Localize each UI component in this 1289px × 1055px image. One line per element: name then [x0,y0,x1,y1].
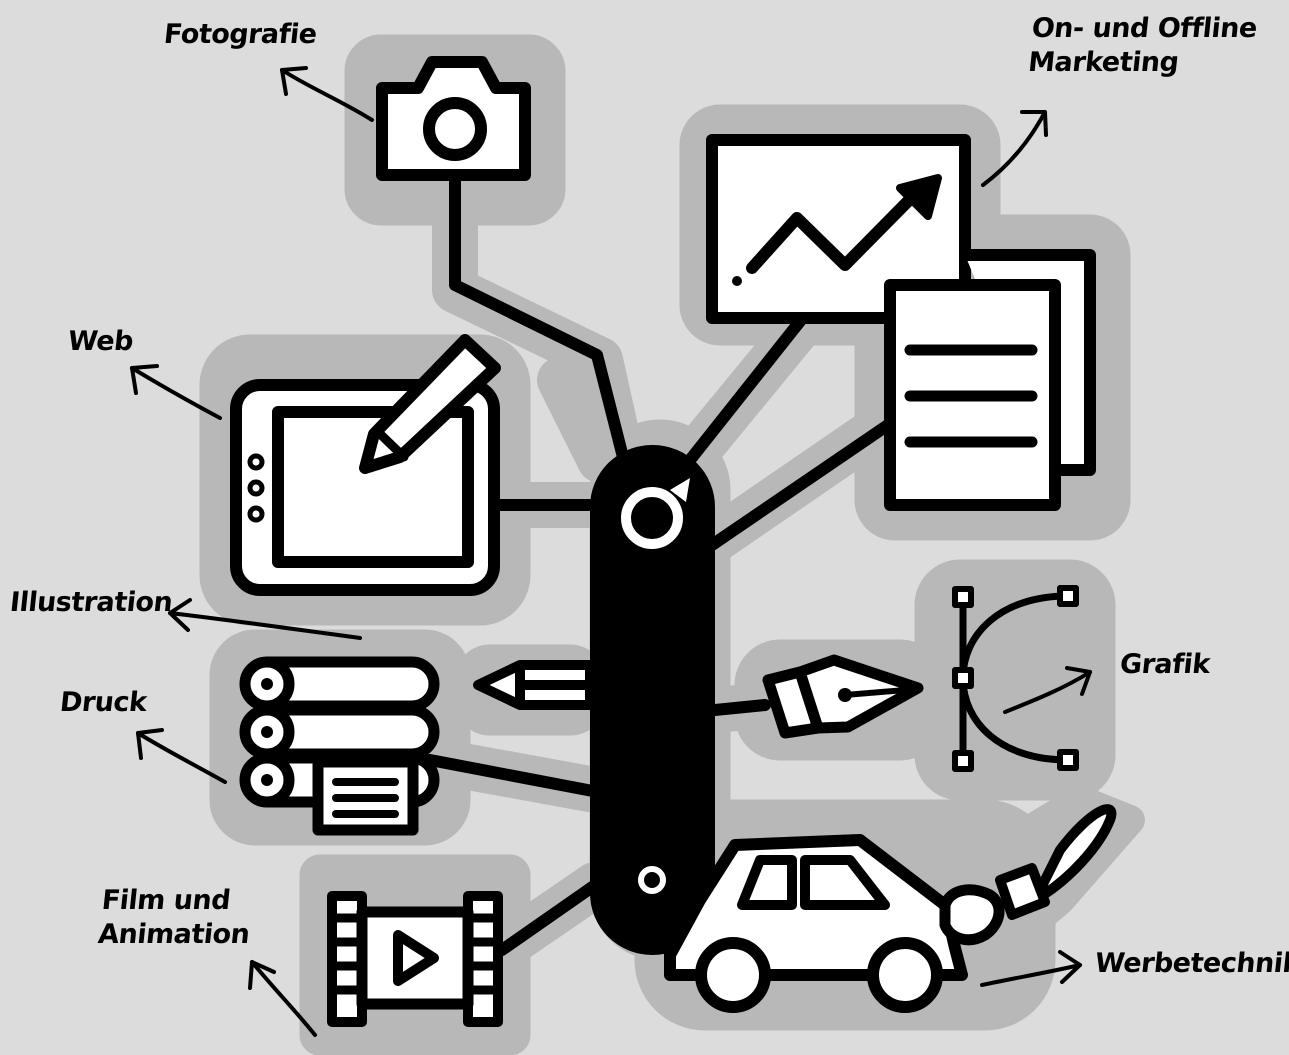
paper-rolls-icon [245,662,434,830]
label-web: Web [66,325,135,359]
label-film-animation: Film und Animation [96,884,254,952]
label-illustration: Illustration [8,586,174,620]
label-werbetechnik: Werbetechnik [1093,947,1289,981]
documents-icon [890,255,1090,505]
film-strip-icon [332,896,498,1022]
label-marketing: On- und Offline Marketing [1026,12,1258,80]
label-druck: Druck [58,686,148,720]
label-grafik: Grafik [1118,648,1211,682]
label-fotografie: Fotografie [162,18,318,52]
swiss-knife-handle-icon [590,445,715,955]
